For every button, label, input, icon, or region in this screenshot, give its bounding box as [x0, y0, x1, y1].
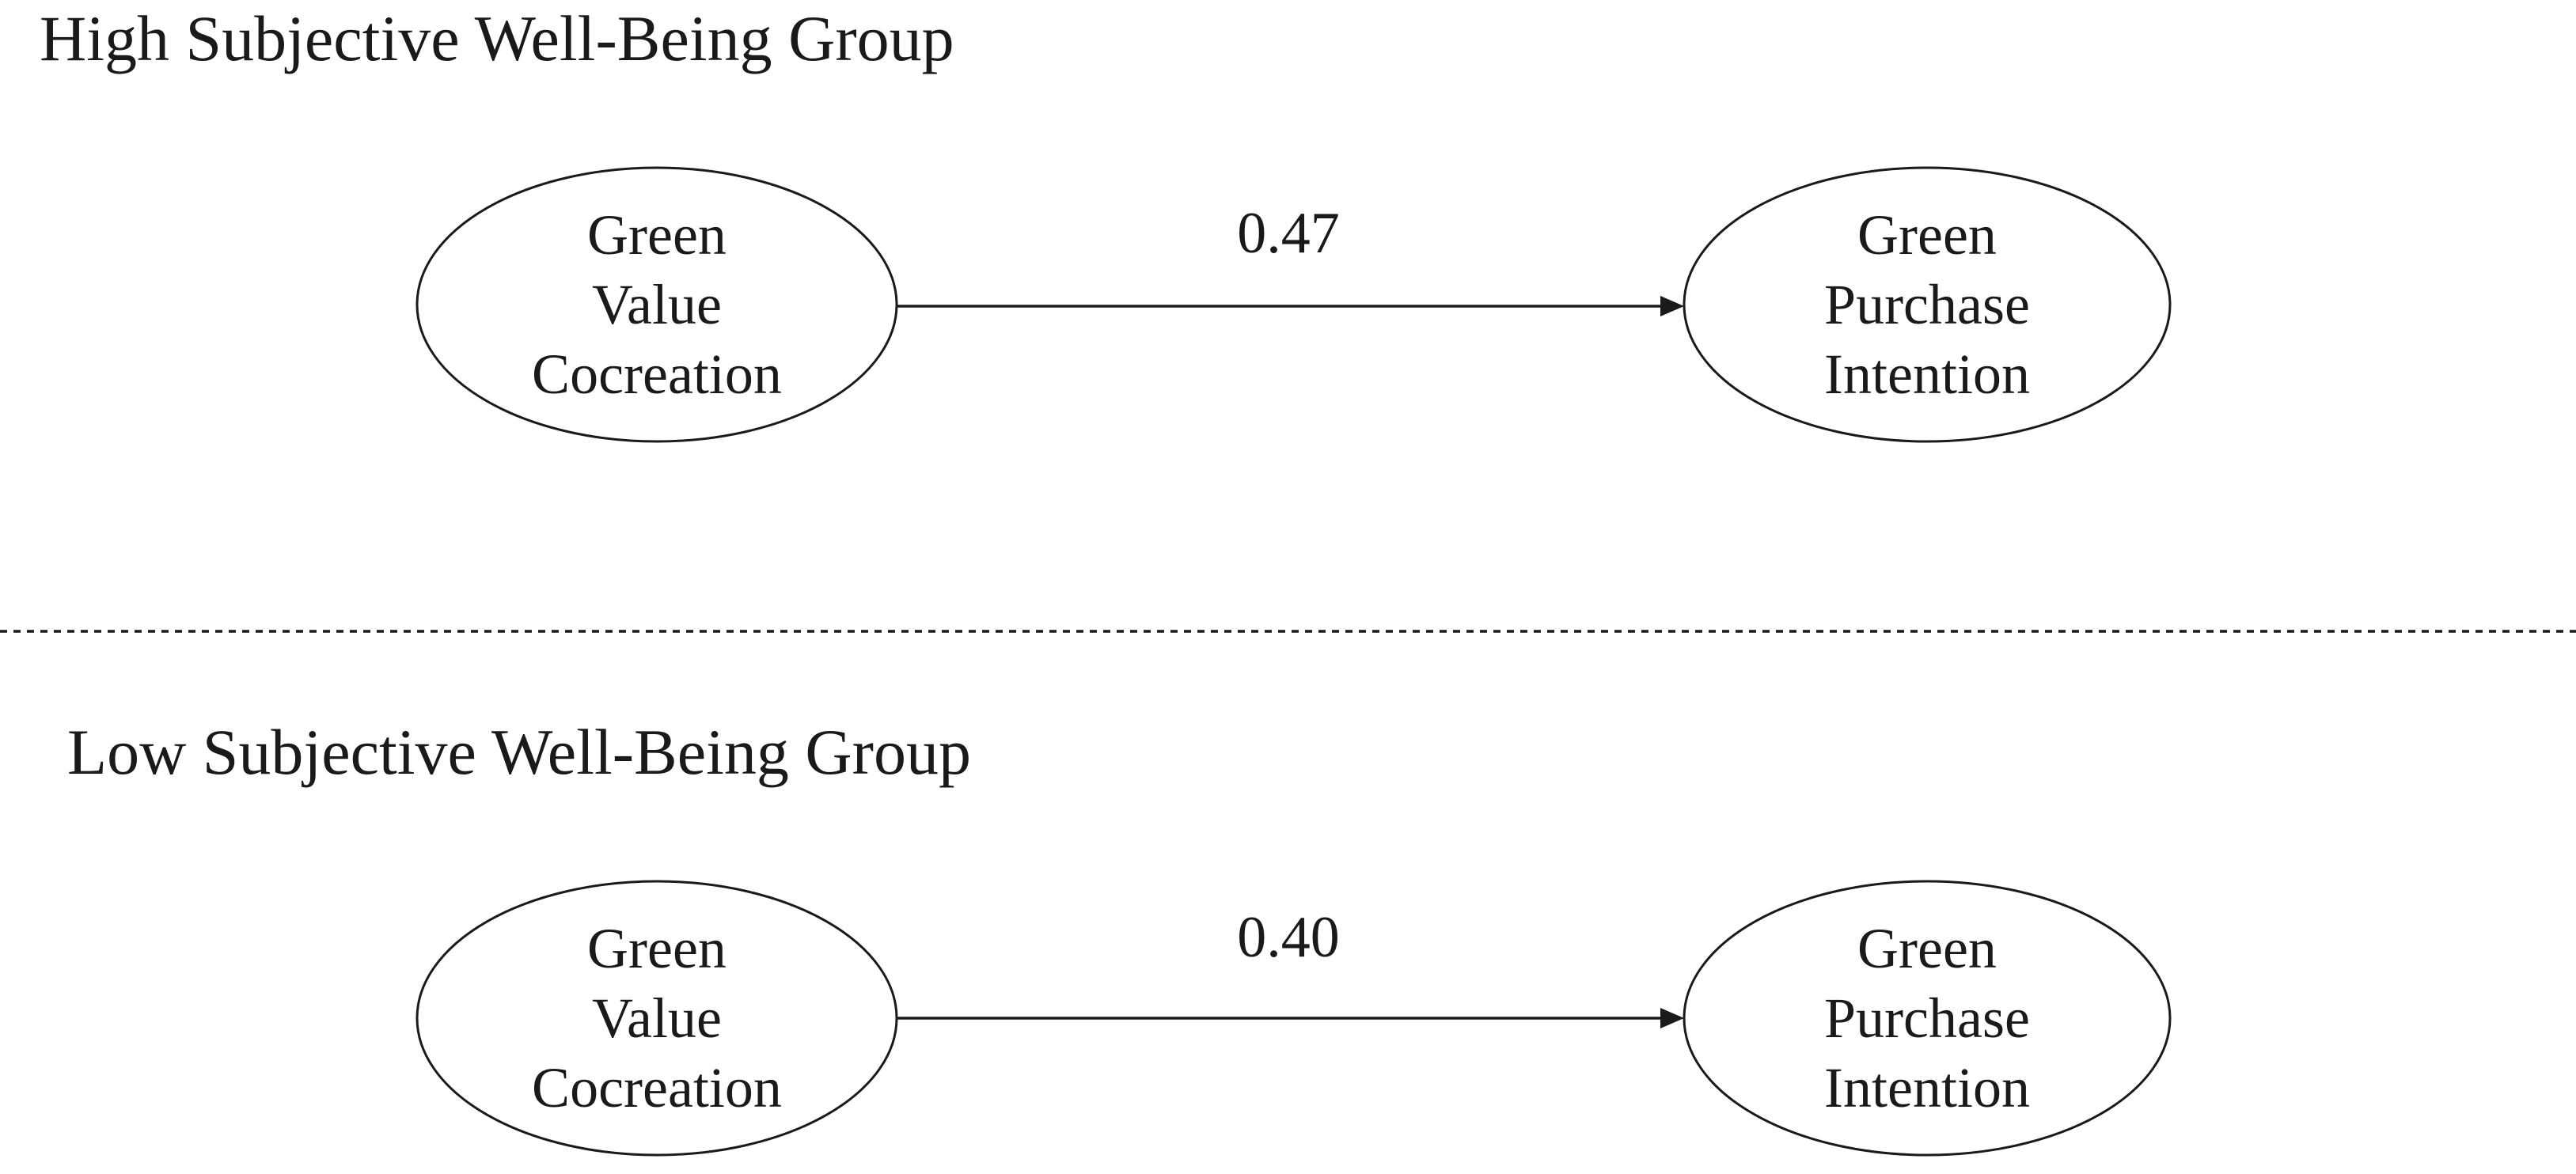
low-group-path-coefficient: 0.40	[1237, 905, 1340, 970]
high-group-source-node-ellipse	[415, 166, 898, 443]
high-group-path-coefficient: 0.47	[1237, 201, 1340, 266]
low-group-source-node-label: Green Value Cocreation	[532, 917, 782, 1119]
high-group-source-node-label: Green Value Cocreation	[532, 203, 782, 406]
low-group-title: Low Subjective Well-Being Group	[67, 716, 971, 788]
high-group-target-node-ellipse	[1683, 166, 2172, 443]
low-group-source-node-ellipse	[415, 880, 898, 1157]
low-group-arrowhead-icon	[1660, 1008, 1684, 1028]
high-group-target-node-label: Green Purchase Intention	[1824, 203, 2030, 406]
high-group-title: High Subjective Well-Being Group	[40, 2, 954, 74]
high-group-arrowhead-icon	[1660, 296, 1684, 316]
low-group-target-node-label: Green Purchase Intention	[1824, 917, 2030, 1119]
